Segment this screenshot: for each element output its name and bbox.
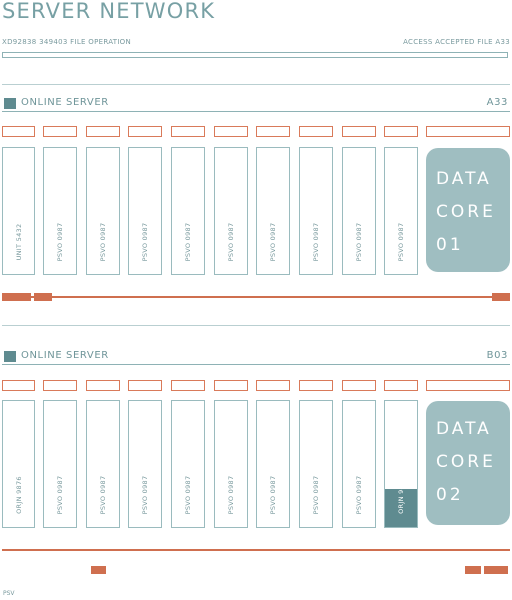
server-card-label: PSVO 0987 xyxy=(99,222,107,262)
server-card-label: ORJN 9876 xyxy=(397,476,405,514)
server-card[interactable]: PSVO 0987 xyxy=(43,147,77,275)
server-status-icon xyxy=(4,98,16,109)
slot-indicator[interactable] xyxy=(171,126,205,137)
slot-indicator[interactable] xyxy=(128,380,162,391)
transfer-line xyxy=(2,296,510,298)
slot-indicator[interactable] xyxy=(299,380,333,391)
divider xyxy=(2,325,510,326)
server-card-label: PSVO 0987 xyxy=(397,222,405,262)
server-card-label: PSVO 0987 xyxy=(141,475,149,515)
access-status-text: ACCESS ACCEPTED FILE A33 xyxy=(403,38,510,46)
file-operation-text: XD92838 349403 FILE OPERATION xyxy=(2,38,132,46)
slot-indicator[interactable] xyxy=(86,380,120,391)
server-card[interactable]: PSVO 0987 xyxy=(214,400,248,528)
server-card-label: ORJN 9876 xyxy=(14,476,23,514)
data-core-01[interactable]: DATA CORE 01 xyxy=(426,148,510,272)
slot-indicator[interactable] xyxy=(214,126,248,137)
server-card[interactable]: PSVO 0987 xyxy=(86,400,120,528)
server-card-label: PSVO 0987 xyxy=(227,475,235,515)
server-card[interactable]: PSVO 0987 xyxy=(342,400,376,528)
server-card-label: PSVO 0987 xyxy=(312,475,320,515)
data-core-number: 01 xyxy=(436,235,464,255)
server-card[interactable]: PSVO 0987 xyxy=(256,147,290,275)
page-title: SERVER NETWORK xyxy=(2,0,216,23)
server-card[interactable]: PSVO 0987 xyxy=(256,400,290,528)
slot-indicator[interactable] xyxy=(214,380,248,391)
server-card[interactable]: PSVO 0987 xyxy=(384,147,418,275)
slot-indicator[interactable] xyxy=(342,380,376,391)
server-card[interactable]: PSVO 0987 xyxy=(171,400,205,528)
data-core-line: DATA xyxy=(436,169,492,189)
data-core-02[interactable]: DATA CORE 02 xyxy=(426,401,510,525)
slot-indicator[interactable] xyxy=(384,380,418,391)
server-card-label: PSVO 0987 xyxy=(184,222,192,262)
server-card-label: PSVO 0987 xyxy=(355,222,363,262)
data-core-line: DATA xyxy=(436,419,492,439)
server-card-label: PSVO 0987 xyxy=(355,475,363,515)
divider xyxy=(2,84,510,85)
section-underline xyxy=(2,364,510,365)
slot-indicator[interactable] xyxy=(384,126,418,137)
server-card[interactable]: PSVO 0987 xyxy=(43,400,77,528)
core-slot-indicator[interactable] xyxy=(426,380,510,391)
server-card-label: PSVO 0987 xyxy=(227,222,235,262)
top-progress-bar xyxy=(2,52,508,58)
server-card-label: PSVO 0987 xyxy=(56,222,64,262)
server-card-label: PSVO 0987 xyxy=(312,222,320,262)
transfer-block[interactable] xyxy=(2,293,31,301)
server-card[interactable]: PSVO 0987 xyxy=(86,147,120,275)
slot-indicator[interactable] xyxy=(43,380,77,391)
slot-indicator[interactable] xyxy=(128,126,162,137)
server-card-active[interactable]: ORJN 9876 xyxy=(384,400,418,528)
server-card[interactable]: PSVO 0987 xyxy=(171,147,205,275)
slot-indicator[interactable] xyxy=(299,126,333,137)
slot-indicator[interactable] xyxy=(256,380,290,391)
server-status-icon xyxy=(4,351,16,362)
server-card[interactable]: PSVO 0987 xyxy=(299,147,333,275)
server-card-label: PSVO 0987 xyxy=(269,475,277,515)
server-card-label: PSVO 0987 xyxy=(269,222,277,262)
slot-indicator[interactable] xyxy=(86,126,120,137)
slot-indicator[interactable] xyxy=(256,126,290,137)
server-card[interactable]: PSVO 0987 xyxy=(342,147,376,275)
transfer-block[interactable] xyxy=(484,566,508,574)
data-core-number: 02 xyxy=(436,485,464,505)
core-slot-indicator[interactable] xyxy=(426,126,510,137)
server-card[interactable]: PSVO 0987 xyxy=(128,400,162,528)
server-card-label: PSVO 0987 xyxy=(99,475,107,515)
section-underline xyxy=(2,111,510,112)
server-card-label: UNIT 5432 xyxy=(14,223,23,261)
transfer-block[interactable] xyxy=(91,566,106,574)
slot-indicator[interactable] xyxy=(2,126,35,137)
server-card[interactable]: ORJN 9876 xyxy=(2,400,35,528)
transfer-block[interactable] xyxy=(465,566,481,574)
server-card[interactable]: UNIT 5432 xyxy=(2,147,35,275)
slot-indicator[interactable] xyxy=(2,380,35,391)
section-title-a33: ONLINE SERVER xyxy=(21,97,109,108)
data-core-line: CORE xyxy=(436,452,496,472)
server-card-label: PSVO 0987 xyxy=(141,222,149,262)
transfer-block[interactable] xyxy=(492,293,510,301)
section-title-b03: ONLINE SERVER xyxy=(21,350,109,361)
transfer-line xyxy=(2,549,510,551)
transfer-block[interactable] xyxy=(34,293,52,301)
server-card[interactable]: PSVO 0987 xyxy=(128,147,162,275)
slot-indicator[interactable] xyxy=(342,126,376,137)
slot-indicator[interactable] xyxy=(43,126,77,137)
server-card-label: PSVO 0987 xyxy=(56,475,64,515)
server-card[interactable]: PSVO 0987 xyxy=(214,147,248,275)
server-card-fill xyxy=(385,489,417,527)
server-card[interactable]: PSVO 0987 xyxy=(299,400,333,528)
section-code-b03: B03 xyxy=(486,350,508,361)
data-core-line: CORE xyxy=(436,202,496,222)
footer-label: PSV xyxy=(3,590,15,597)
server-card-label: PSVO 0987 xyxy=(184,475,192,515)
slot-indicator[interactable] xyxy=(171,380,205,391)
section-code-a33: A33 xyxy=(486,97,508,108)
